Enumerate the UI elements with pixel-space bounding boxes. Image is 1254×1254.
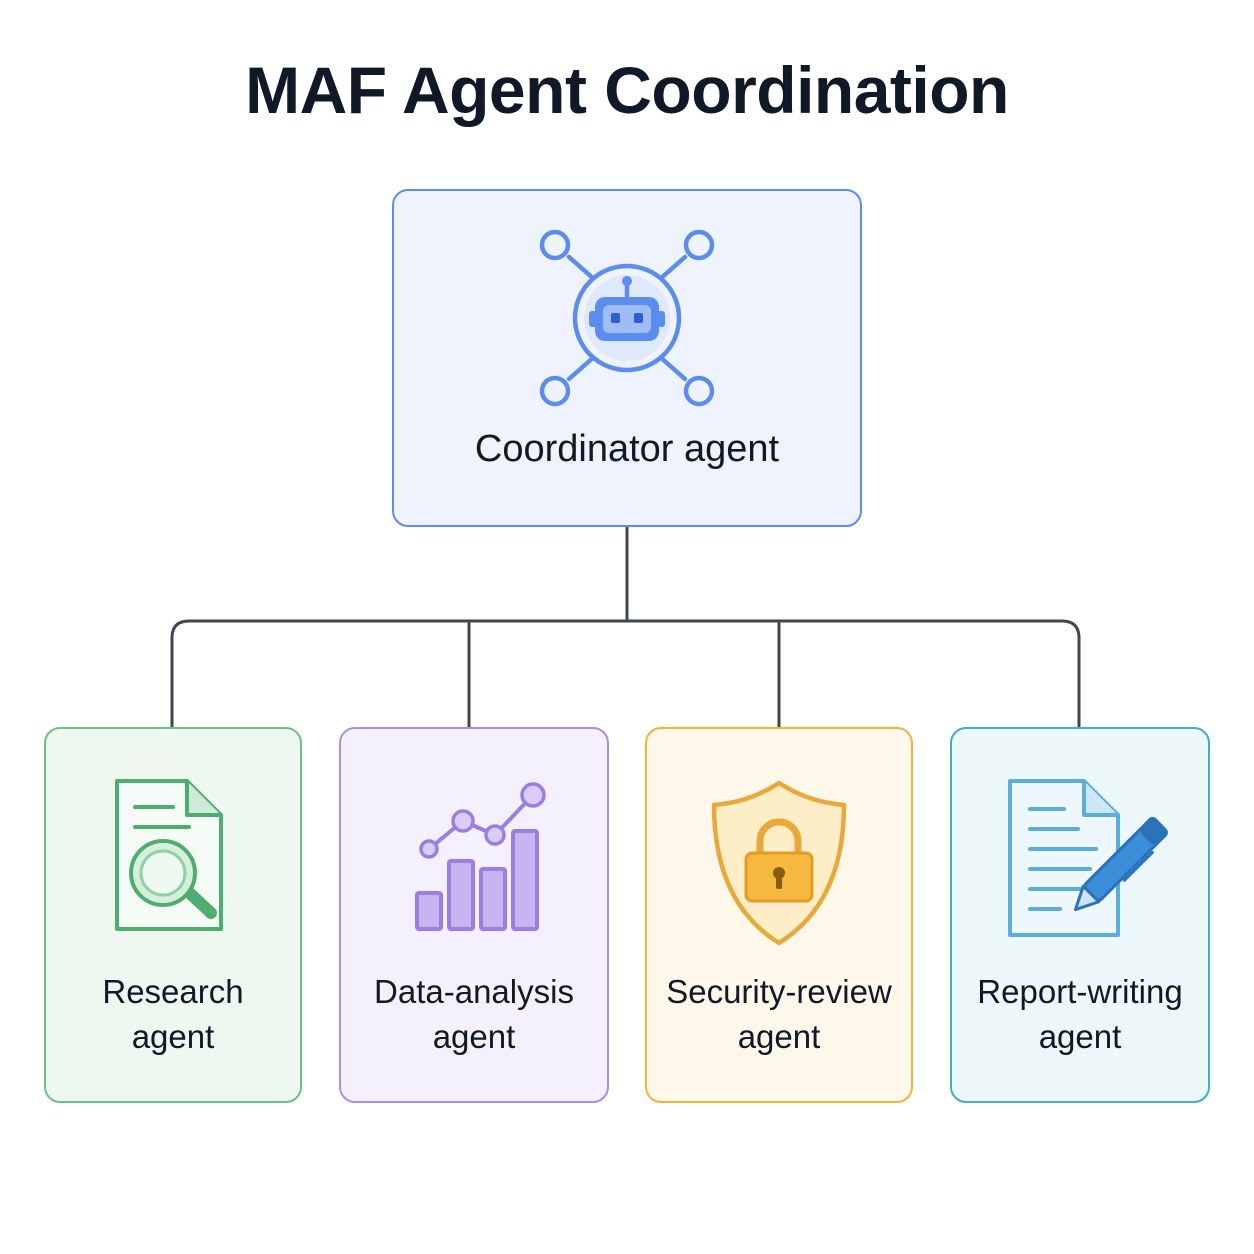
research-label-line2: agent bbox=[131, 1018, 215, 1055]
document-search-icon bbox=[46, 777, 300, 947]
diagram-title: MAF Agent Coordination bbox=[245, 53, 1009, 127]
report-writing-label-line2: agent bbox=[1038, 1018, 1122, 1055]
data-analysis-label-line2: agent bbox=[432, 1018, 516, 1055]
research-agent-box[interactable]: Research agent bbox=[44, 727, 302, 1103]
document-pen-icon bbox=[952, 777, 1208, 947]
security-review-agent-box[interactable]: Security-review agent bbox=[645, 727, 913, 1103]
bar-chart-trend-icon bbox=[341, 777, 607, 947]
coordinator-agent-box[interactable]: Coordinator agent bbox=[392, 189, 862, 527]
data-analysis-agent-box[interactable]: Data-analysis agent bbox=[339, 727, 609, 1103]
data-analysis-label-line1: Data-analysis bbox=[374, 973, 574, 1010]
research-label-line1: Research bbox=[102, 973, 244, 1010]
coordinator-label: Coordinator agent bbox=[474, 428, 780, 470]
robot-network-icon bbox=[394, 227, 860, 407]
security-review-label-line1: Security-review bbox=[666, 973, 892, 1010]
report-writing-label-line1: Report-writing bbox=[977, 973, 1183, 1010]
security-review-label-line2: agent bbox=[737, 1018, 821, 1055]
report-writing-agent-box[interactable]: Report-writing agent bbox=[950, 727, 1210, 1103]
branch-bus bbox=[170, 619, 1081, 727]
shield-lock-icon bbox=[647, 777, 911, 947]
